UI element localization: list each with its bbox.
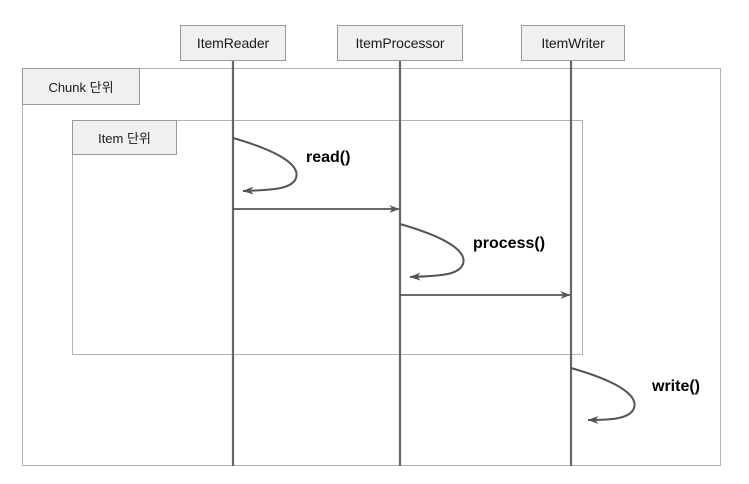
write-label-text: write() — [652, 378, 700, 395]
item-frame-label-tab: Item 단위 — [72, 120, 177, 155]
chunk-frame — [22, 68, 721, 466]
chunk-frame-label-tab: Chunk 단위 — [22, 68, 140, 105]
participant-box-item-processor[interactable]: ItemProcessor — [337, 25, 463, 61]
process-label-text: process() — [473, 235, 546, 252]
chunk-frame-label: Chunk 단위 — [48, 80, 114, 95]
participant-label-item-writer: ItemWriter — [541, 35, 605, 51]
read-label-text: read() — [306, 149, 351, 166]
participant-box-item-writer[interactable]: ItemWriter — [521, 25, 625, 61]
item-frame — [72, 120, 583, 355]
message-label-write: write() — [652, 378, 700, 396]
participant-label-item-reader: ItemReader — [196, 35, 270, 51]
participant-label-item-processor: ItemProcessor — [355, 35, 445, 51]
item-frame-label: Item 단위 — [98, 131, 151, 146]
message-label-read: read() — [306, 149, 350, 167]
message-label-process: process() — [473, 235, 545, 253]
participant-box-item-reader[interactable]: ItemReader — [180, 25, 286, 61]
